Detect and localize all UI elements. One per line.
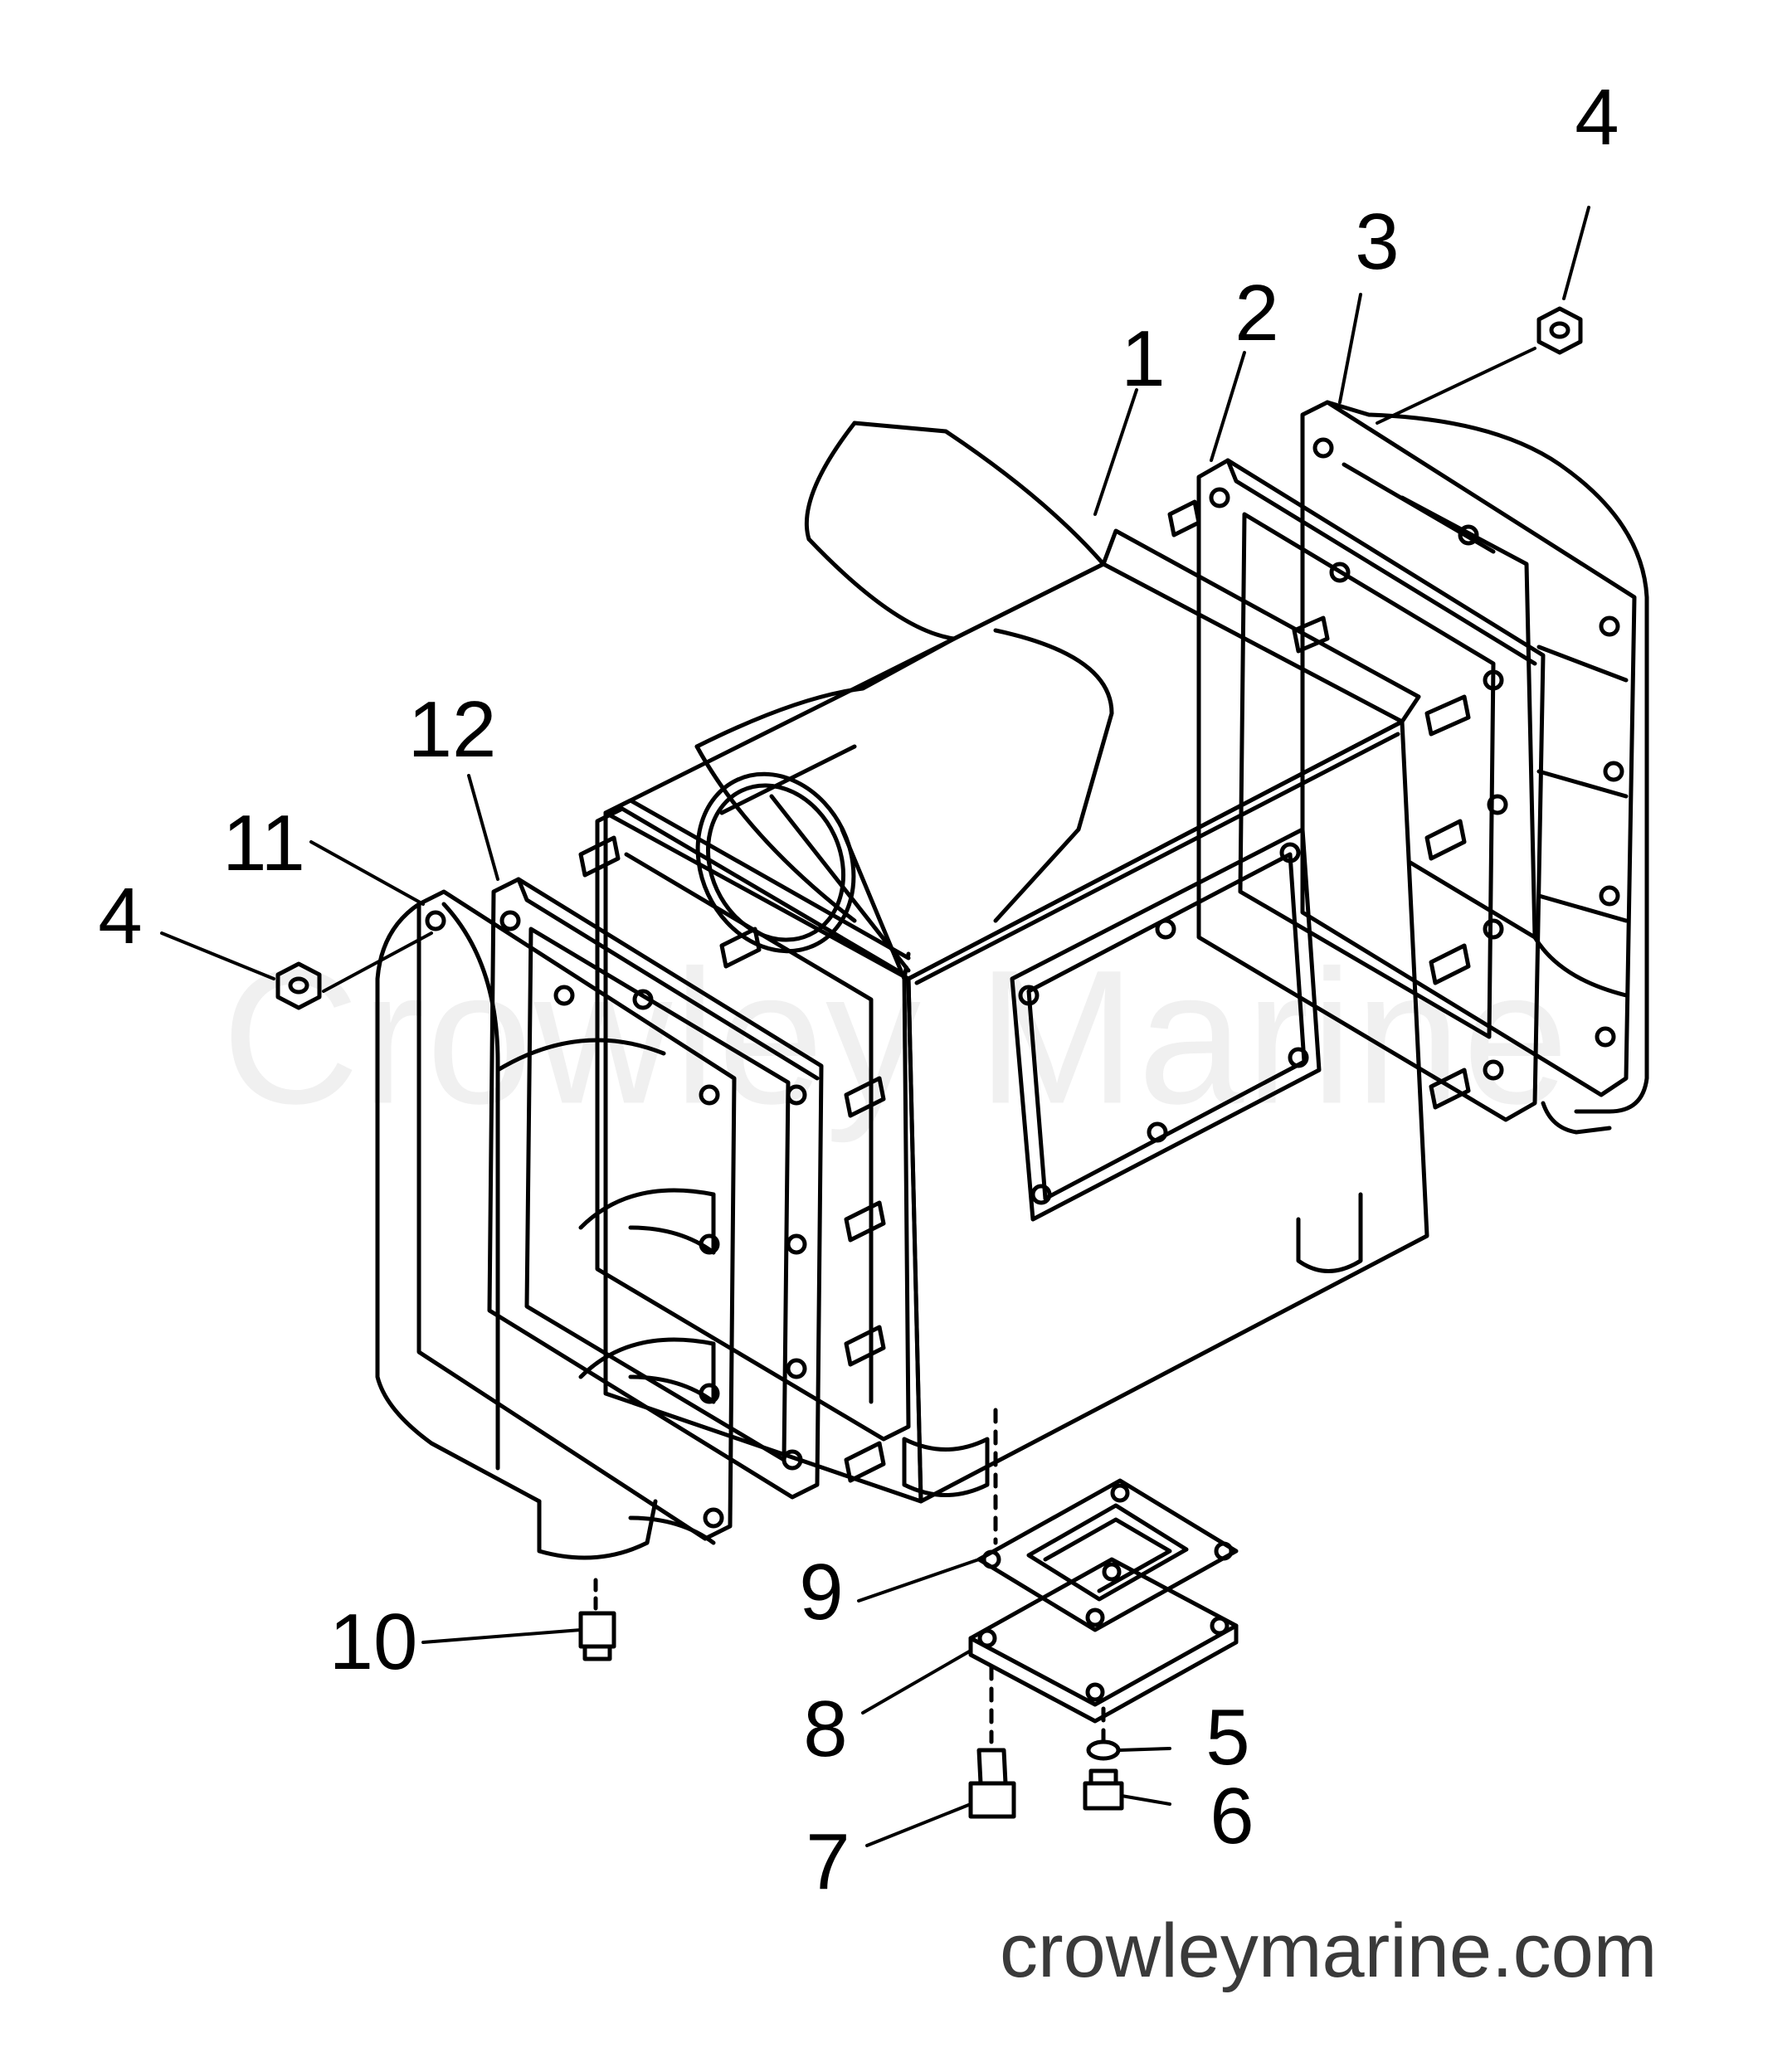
callout-1: 1 — [1121, 314, 1166, 403]
right-studs — [1167, 499, 1471, 1110]
part-10-drain-plug — [578, 1578, 616, 1661]
callout-10: 10 — [329, 1598, 418, 1686]
watermark-text: Crowley Marine — [222, 930, 1570, 1144]
left-studs — [578, 835, 886, 1483]
part-1-housing — [603, 528, 1429, 1504]
callout-4-left: 4 — [98, 872, 143, 961]
leader-lines — [160, 206, 1590, 1847]
callout-12: 12 — [407, 685, 497, 774]
callout-8: 8 — [803, 1685, 848, 1773]
part-1-elbow — [694, 421, 1114, 981]
callout-4-right: 4 — [1575, 73, 1619, 162]
part-8-cover-plate — [968, 1557, 1239, 1724]
assembly-lines — [902, 951, 1106, 1744]
callout-5: 5 — [1205, 1693, 1250, 1782]
callout-9: 9 — [799, 1548, 844, 1637]
part-4-nut-left — [275, 961, 322, 1010]
part-9-gasket — [976, 1478, 1239, 1632]
callout-11: 11 — [222, 799, 305, 888]
callout-7: 7 — [806, 1817, 850, 1906]
part-11-end-cover — [375, 889, 737, 1560]
part-4-nut-right — [1536, 306, 1583, 355]
left-flange-plate — [595, 806, 911, 1442]
callout-2: 2 — [1234, 269, 1279, 357]
callout-3: 3 — [1355, 197, 1400, 286]
part-12-gasket — [487, 877, 824, 1500]
site-url-text: crowleymarine.com — [1000, 1909, 1658, 1993]
part-2-gasket — [1196, 458, 1546, 1122]
callout-6: 6 — [1210, 1772, 1254, 1860]
part-7-screw — [968, 1748, 1016, 1819]
part-6-bolt — [1083, 1768, 1124, 1811]
part-3-end-cover — [1300, 400, 1649, 1135]
part-5-washer — [1086, 1739, 1121, 1761]
